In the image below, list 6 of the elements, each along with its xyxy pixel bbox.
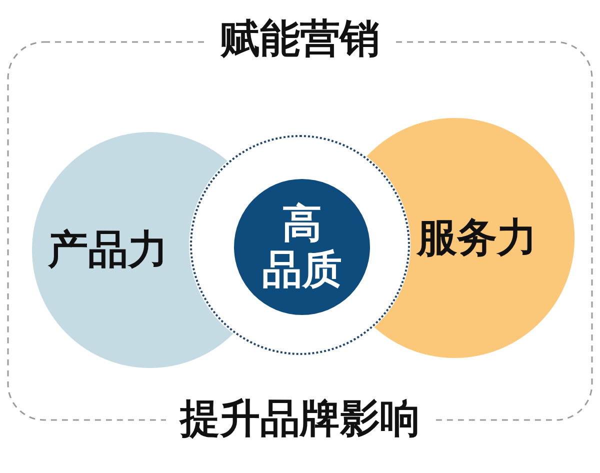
node-label: 服务力 xyxy=(416,215,537,261)
bottom-label: 提升品牌影响 xyxy=(166,396,434,442)
node-label: 产品力 xyxy=(48,227,168,273)
node-label: 高品质 xyxy=(262,201,342,293)
crescent-shape xyxy=(366,118,575,358)
crescent-shape xyxy=(32,132,234,368)
